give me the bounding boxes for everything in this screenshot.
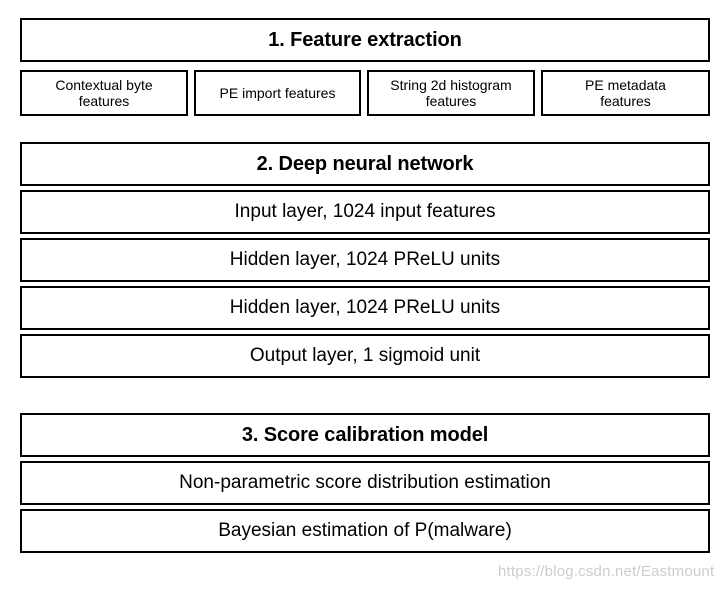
- layer-box-hidden-layer-2: Hidden layer, 1024 PReLU units: [20, 286, 710, 330]
- layer-box-hidden-layer-1: Hidden layer, 1024 PReLU units: [20, 238, 710, 282]
- feature-label-line1: Contextual byte: [55, 76, 153, 93]
- feature-label-line2: features: [600, 93, 651, 109]
- pipeline-diagram: 1. Feature extraction Contextual byte fe…: [20, 18, 710, 553]
- section-title-score-calibration-model: 3. Score calibration model: [20, 413, 710, 457]
- section-score-calibration-model: 3. Score calibration model Non-parametri…: [20, 413, 710, 553]
- feature-box-string-2d-histogram-features: String 2d histogram features: [367, 70, 535, 116]
- feature-box-row: Contextual byte features PE import featu…: [20, 70, 710, 116]
- section-title-deep-neural-network: 2. Deep neural network: [20, 142, 710, 186]
- calibration-box-bayesian-estimation: Bayesian estimation of P(malware): [20, 509, 710, 553]
- watermark-text: https://blog.csdn.net/Eastmount: [498, 563, 715, 580]
- section-deep-neural-network: 2. Deep neural network Input layer, 1024…: [20, 142, 710, 378]
- feature-label-line1: String 2d histogram: [390, 76, 512, 93]
- feature-box-pe-import-features: PE import features: [194, 70, 361, 116]
- layer-box-output-layer: Output layer, 1 sigmoid unit: [20, 334, 710, 378]
- feature-label-line1: PE metadata: [585, 76, 666, 93]
- feature-label-line2: features: [78, 93, 130, 109]
- feature-label-line2: features: [425, 93, 477, 109]
- feature-box-pe-metadata-features: PE metadata features: [541, 70, 710, 116]
- layer-box-input-layer: Input layer, 1024 input features: [20, 190, 710, 234]
- section-title-feature-extraction: 1. Feature extraction: [20, 18, 710, 62]
- section-feature-extraction: 1. Feature extraction Contextual byte fe…: [20, 18, 710, 116]
- calibration-box-non-parametric-estimation: Non-parametric score distribution estima…: [20, 461, 710, 505]
- feature-label-line1: PE import features: [219, 84, 336, 101]
- feature-box-contextual-byte-features: Contextual byte features: [20, 70, 188, 116]
